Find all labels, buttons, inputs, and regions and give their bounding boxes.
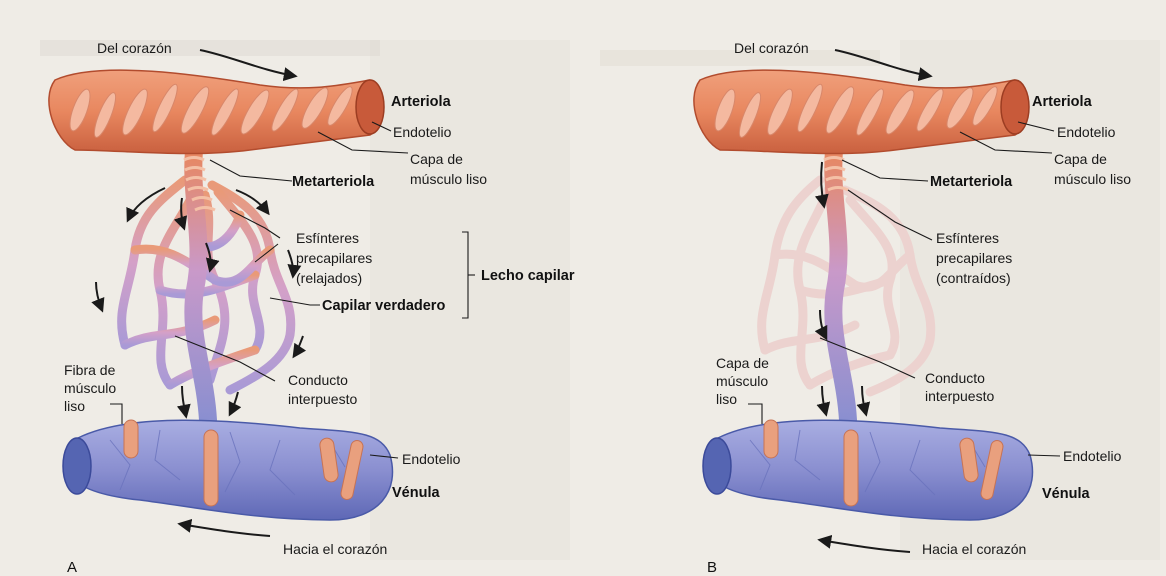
label-endothelium-bottom: Endotelio [402,451,461,467]
label-sphincters-line3: (relajados) [296,270,362,286]
label-smooth-muscle-layer-line1: Capa de [410,151,463,167]
label-from-heart: Del corazón [97,40,172,56]
label-metarteriole: Metarteriola [930,174,1013,190]
label-smooth-muscle-layer-line1: Capa de [1054,151,1107,167]
label-sphincters-line1: Esfínteres [936,230,999,246]
panel-label-b: B [707,559,717,576]
label-smooth-fiber-line3: liso [64,398,85,414]
label-arteriole: Arteriola [391,94,452,110]
label-smooth-layer-line2: músculo [716,373,768,389]
label-to-heart: Hacia el corazón [922,541,1026,557]
label-sphincters-line2: precapilares [296,250,372,266]
label-endothelium-top: Endotelio [1057,124,1116,140]
label-capillary-bed: Lecho capilar [481,268,575,284]
label-from-heart: Del corazón [734,40,809,56]
label-arteriole: Arteriola [1032,94,1093,110]
label-metarteriole: Metarteriola [292,174,375,190]
label-smooth-layer-line1: Capa de [716,355,769,371]
label-smooth-fiber-line2: músculo [64,380,116,396]
label-thoroughfare-line2: interpuesto [925,388,994,404]
label-smooth-fiber-line1: Fibra de [64,362,116,378]
label-venule: Vénula [392,485,440,501]
venule-opening [63,438,91,494]
label-thoroughfare-line1: Conducto [925,370,985,386]
label-true-capillary: Capilar verdadero [322,298,445,314]
panel-label-a: A [67,559,77,576]
label-thoroughfare-line2: interpuesto [288,391,357,407]
label-smooth-layer-line3: liso [716,391,737,407]
label-venule: Vénula [1042,486,1090,502]
label-endothelium-bottom: Endotelio [1063,448,1122,464]
label-smooth-muscle-layer-line2: músculo liso [1054,171,1131,187]
label-smooth-muscle-layer-line2: músculo liso [410,171,487,187]
label-thoroughfare-line1: Conducto [288,372,348,388]
arteriole-opening [1001,80,1029,134]
venule-opening [703,438,731,494]
label-endothelium-top: Endotelio [393,124,452,140]
label-sphincters-line1: Esfínteres [296,230,359,246]
label-sphincters-line2: precapilares [936,250,1012,266]
label-to-heart: Hacia el corazón [283,541,387,557]
label-sphincters-line3: (contraídos) [936,270,1011,286]
